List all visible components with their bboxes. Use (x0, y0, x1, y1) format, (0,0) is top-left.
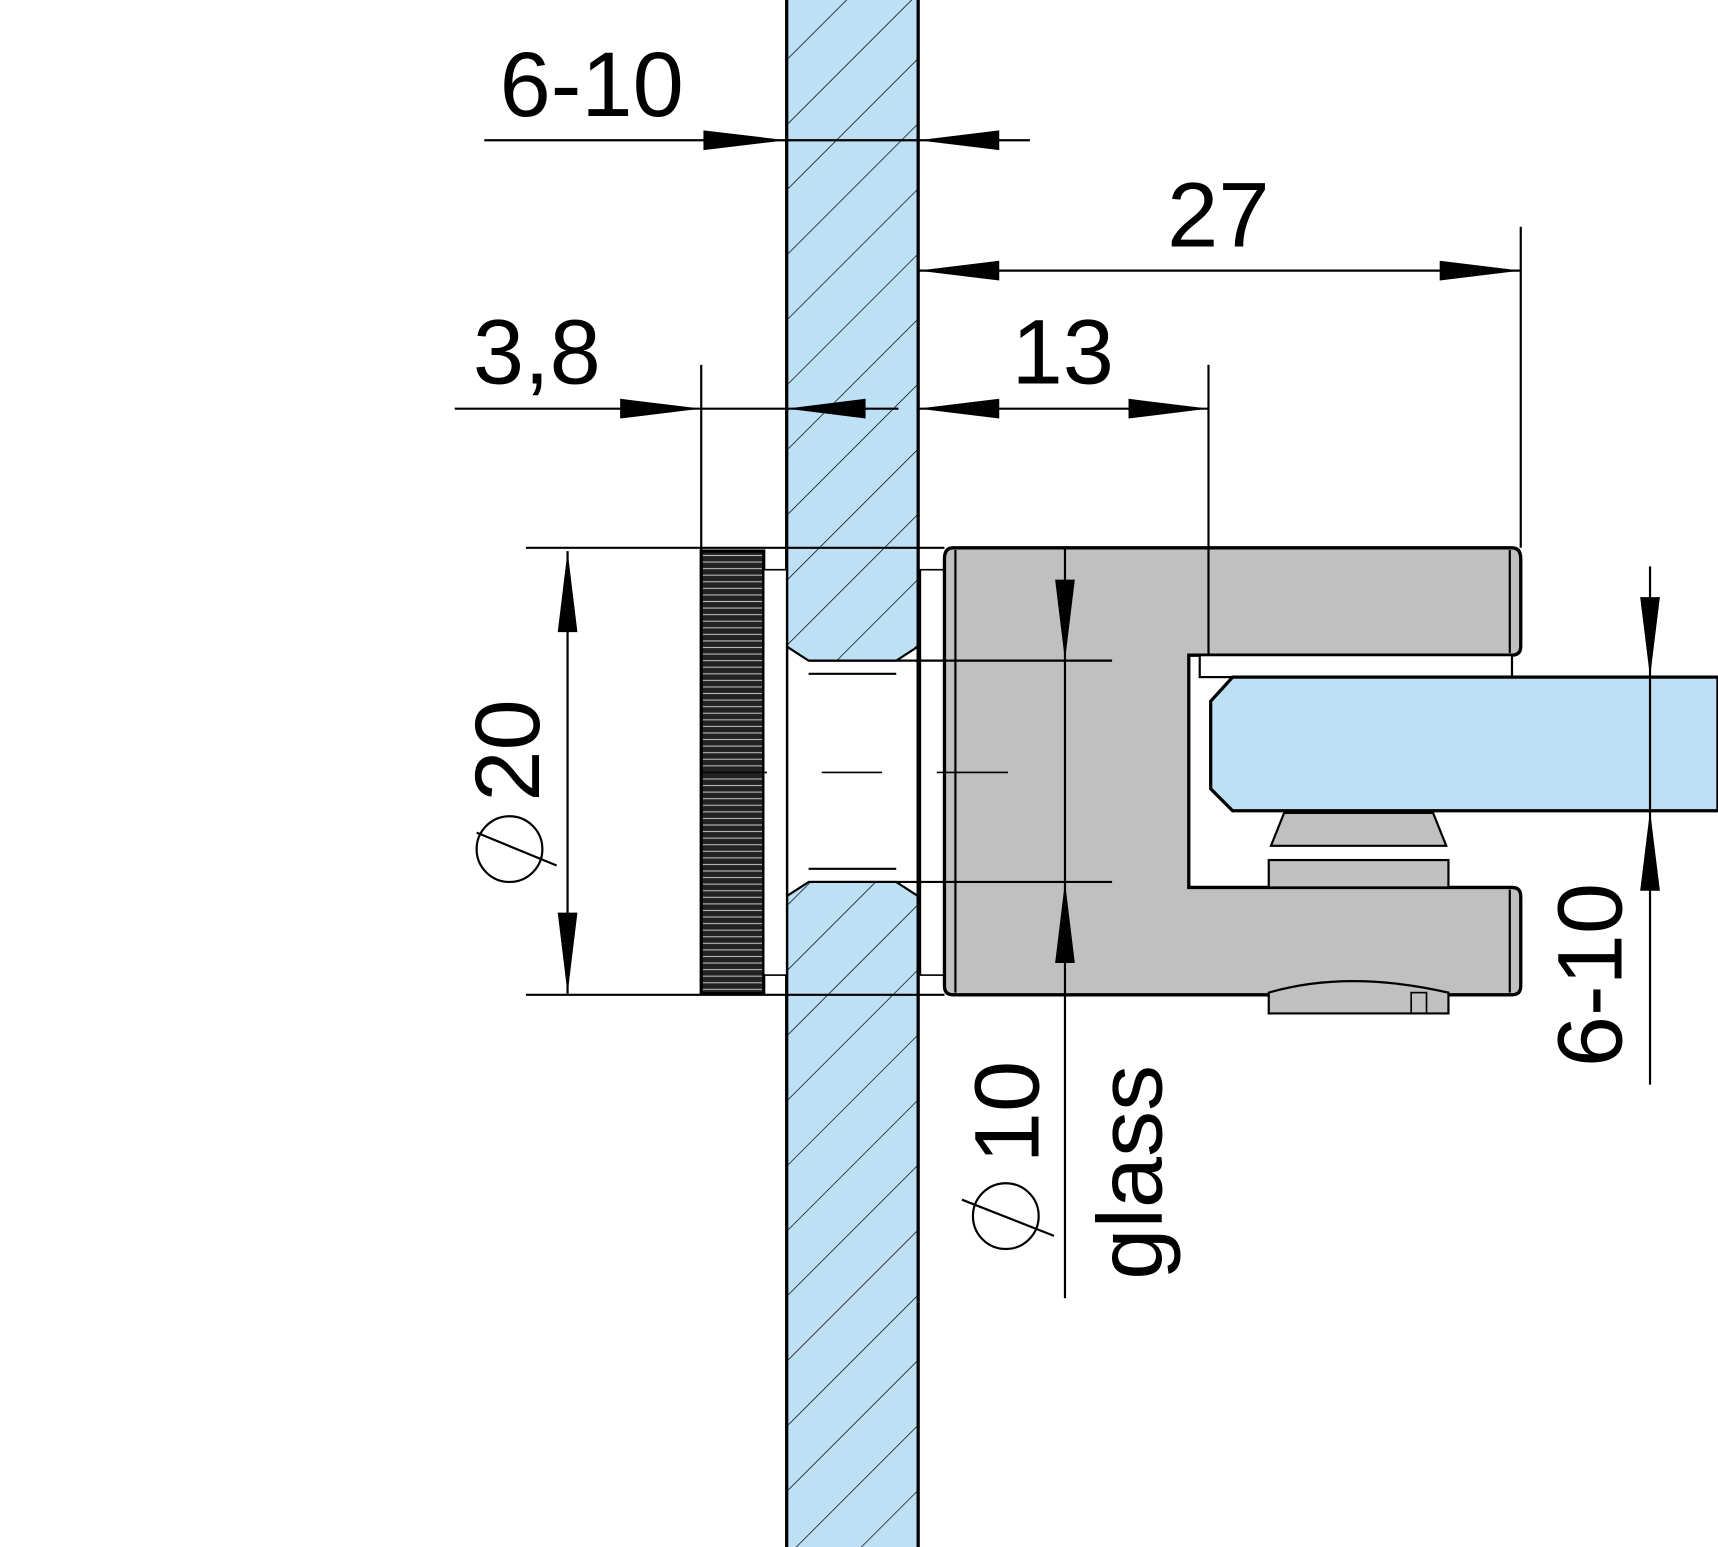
diameter-icon (475, 815, 558, 884)
label-shelf-thickness: 6-10 (1539, 883, 1642, 1067)
dimension-clamp-depth: 27 (918, 164, 1522, 548)
dimension-hole-diameter: 10 glass (810, 547, 1181, 1299)
label-cap-thickness: 3,8 (473, 300, 601, 403)
bottom-knob (1267, 980, 1450, 1015)
set-screw (1269, 811, 1448, 847)
label-clamp-offset: 13 (1012, 300, 1114, 403)
glass-bore-hole (786, 646, 919, 897)
label-clamp-depth: 27 (1167, 164, 1269, 267)
label-hole-diameter: 10 (956, 1061, 1059, 1163)
wall-glass-panel (785, 0, 920, 1547)
label-wall-thickness: 6-10 (500, 33, 684, 136)
dimension-shelf-thickness: 6-10 (1539, 566, 1660, 1085)
cap-spacer (762, 568, 788, 976)
label-cap-diameter: 20 (456, 699, 559, 801)
dimension-clamp-offset: 13 (918, 300, 1210, 656)
label-glass: glass (1078, 1065, 1181, 1280)
dimension-cap-diameter: 20 (456, 546, 945, 996)
diameter-icon (961, 1182, 1055, 1251)
dimension-wall-thickness: 6-10 (484, 33, 1030, 151)
dimension-cap-thickness: 3,8 (454, 300, 899, 552)
shelf-glass (1209, 675, 1718, 813)
clamp-gasket (1198, 654, 1514, 679)
